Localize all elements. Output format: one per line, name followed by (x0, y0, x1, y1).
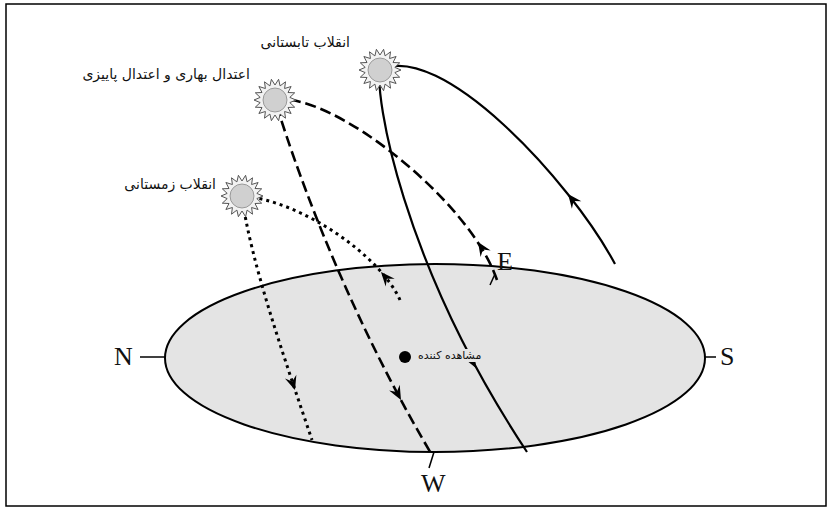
south-tick (705, 356, 716, 358)
sun-icon (359, 49, 401, 90)
arrowhead (285, 375, 301, 392)
sun-icon (254, 79, 296, 120)
direction-letter: E (497, 246, 513, 277)
direction-arrows (285, 190, 581, 403)
frame (6, 4, 826, 506)
arrowhead (563, 190, 581, 208)
summer-solstice-path (379, 66, 615, 452)
sun-core (368, 58, 392, 82)
west-tick (429, 452, 434, 468)
arrowhead (376, 268, 394, 286)
sun-core (263, 88, 287, 112)
direction-letter: W (421, 468, 446, 499)
season-label: انقلاب زمستانی (124, 176, 216, 193)
arrowhead (473, 239, 491, 257)
equinox-path (275, 99, 497, 455)
sun-icon (221, 175, 263, 216)
direction-letter: N (114, 341, 133, 372)
winter-solstice-path (242, 196, 400, 440)
arrowhead (389, 385, 406, 403)
observer-label: مشاهده کننده (416, 349, 483, 362)
season-label: اعتدال بهاری و اعتدال پاییزی (82, 66, 250, 83)
season-label: انقلاب تابستانی (261, 34, 350, 51)
horizon-plane (165, 264, 705, 452)
north-tick (140, 356, 165, 358)
sun-core (230, 184, 254, 208)
observer-dot (399, 351, 411, 363)
direction-letter: S (720, 341, 734, 372)
